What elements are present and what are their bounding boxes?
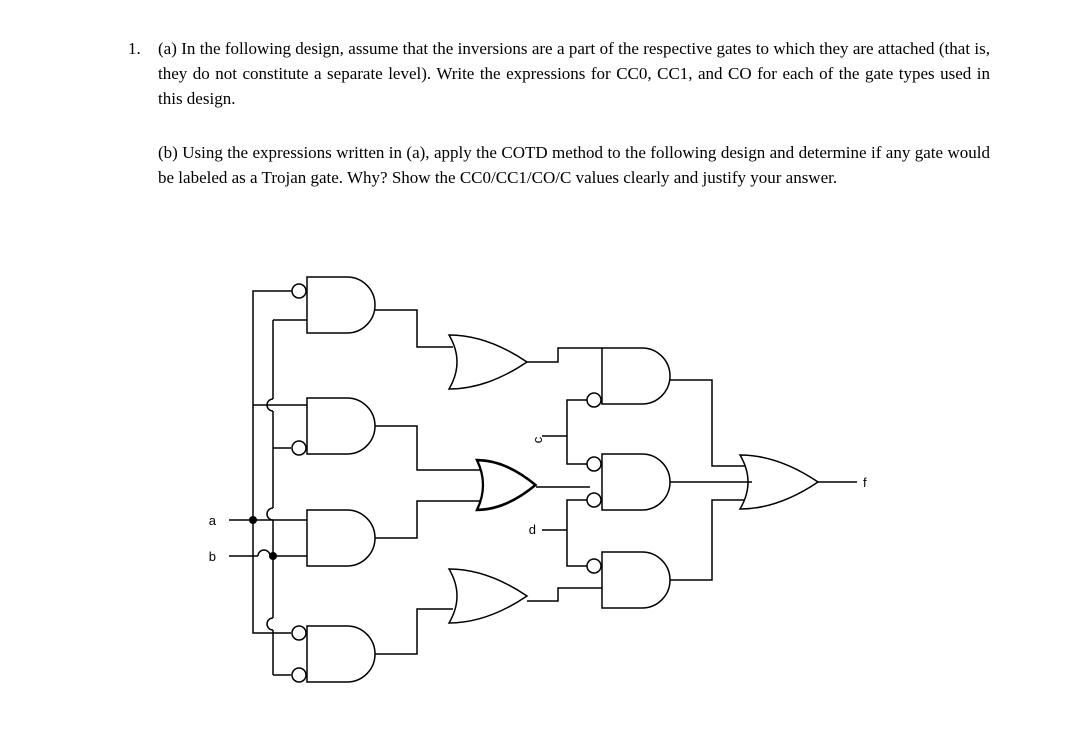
and-gate-6 <box>586 453 671 511</box>
and-gate-7 <box>586 551 671 609</box>
level3-wires <box>670 379 752 581</box>
input-label-c: c <box>530 436 545 443</box>
level1-wires <box>375 309 480 655</box>
or-gate-bottom <box>448 568 528 624</box>
junction-a <box>249 516 257 524</box>
part-b-text: (b) Using the expressions written in (a)… <box>158 143 990 187</box>
input-label-a: a <box>209 513 217 528</box>
junction-b <box>269 552 277 560</box>
and-gate-3 <box>306 509 376 567</box>
and-gate-4 <box>291 625 376 683</box>
and-gate-1 <box>291 276 376 334</box>
part-a-text: (a) In the following design, assume that… <box>158 39 990 108</box>
level2-wires <box>527 347 602 602</box>
question-number: 1. <box>128 39 141 58</box>
output-label-f: f <box>863 475 867 490</box>
input-label-d: d <box>529 522 536 537</box>
or-gate-top <box>448 334 528 390</box>
and-gate-5 <box>586 347 671 408</box>
and-gate-2 <box>291 397 376 456</box>
input-wires <box>229 290 307 676</box>
input-label-b: b <box>209 549 216 564</box>
or-gate-center <box>475 458 537 512</box>
